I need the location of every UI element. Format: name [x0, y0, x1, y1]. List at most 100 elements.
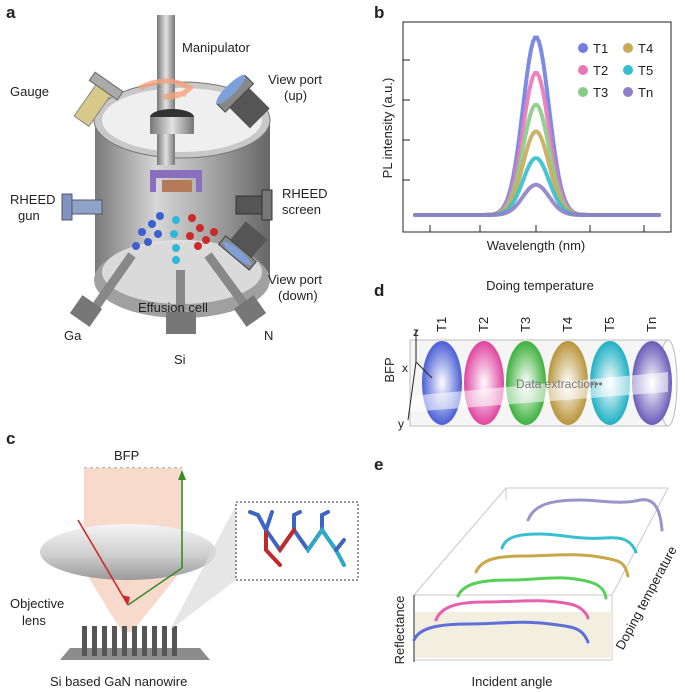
panel-e: e Incident angle Reflectance Doping temp… [374, 455, 680, 689]
objective-lens [40, 524, 216, 580]
effusion-cell-si [166, 270, 196, 334]
panel-b-letter: b [374, 3, 384, 22]
column-label-t1: T1 [434, 317, 449, 332]
label-objective-2: lens [22, 613, 46, 628]
column-label-t5: T5 [602, 317, 617, 332]
legend-marker-t3 [578, 87, 588, 97]
label-rheed-gun-1: RHEED [10, 192, 56, 207]
column-label-t4: T4 [560, 317, 575, 332]
legend-marker-t1 [578, 43, 588, 53]
view-port-down [217, 221, 268, 271]
axis-y [407, 361, 417, 421]
column-label-t2: T2 [476, 317, 491, 332]
legend-label-t3: T3 [593, 85, 608, 100]
legend-marker-t5 [623, 65, 633, 75]
label-rheed-gun-2: gun [18, 208, 40, 223]
panel-c: c BFP Objective lens Si based GaN nanowi… [6, 429, 359, 689]
plot-b-frame [402, 21, 672, 233]
axis-y-label: y [398, 417, 404, 431]
pl-curve-t2 [413, 71, 661, 217]
data-extraction-label: Data extraction [516, 377, 597, 391]
plot-b-ticks [403, 59, 645, 232]
gauge-port [73, 71, 124, 128]
data-extraction-dots: ••• [590, 377, 603, 391]
rotation-arrow-icon [138, 78, 195, 100]
manipulator-rod [157, 15, 175, 165]
label-nanowire: Si based GaN nanowire [50, 674, 187, 689]
curve-t2 [434, 599, 590, 622]
plot-b-ylabel: PL intensity (a.u.) [380, 78, 395, 179]
axis-z-label: z [413, 325, 419, 339]
panel-e-letter: e [374, 455, 383, 474]
label-rheed-screen-1: RHEED [282, 186, 328, 201]
plot-e-xlabel: Incident angle [472, 674, 553, 689]
oval-t1 [422, 341, 462, 425]
pl-curve-tn [413, 182, 661, 217]
label-manipulator: Manipulator [182, 40, 251, 55]
reflectance-curves [412, 498, 664, 644]
legend-marker-tn [623, 87, 633, 97]
curve-tn [526, 498, 664, 532]
view-port-up [216, 74, 270, 129]
label-view-port-down-2: (down) [278, 288, 318, 303]
plot-e-floor [415, 612, 612, 658]
plot-e-ylabel: Reflectance [392, 596, 407, 665]
axis-x-label: x [402, 361, 408, 375]
label-n: N [264, 328, 273, 343]
bfp-label-d: BFP [382, 357, 397, 382]
rheed-screen [235, 189, 273, 221]
panel-a: a [6, 3, 328, 367]
label-gauge: Gauge [10, 84, 49, 99]
label-ga: Ga [64, 328, 82, 343]
axis-x [415, 361, 433, 379]
label-view-port-down-1: View port [268, 272, 322, 287]
legend-label-t5: T5 [638, 63, 653, 78]
pl-curve-t4 [413, 129, 661, 217]
label-si: Si [174, 352, 186, 367]
crystal-structure [248, 510, 346, 567]
oval-t3 [506, 341, 546, 425]
incident-ray [77, 519, 129, 606]
rheed-gun [61, 193, 103, 221]
column-label-t3: T3 [518, 317, 533, 332]
column-label-tn: Tn [644, 317, 659, 332]
label-bfp-c: BFP [114, 448, 139, 463]
legend-label-t4: T4 [638, 41, 653, 56]
effusion-cell-n [204, 252, 267, 327]
manipulator-collar [150, 117, 194, 134]
temperature-columns: T1 T2 T3 T4 T5 Tn [434, 317, 659, 332]
doping-temperature-title: Doing temperature [486, 278, 594, 293]
legend-label-t1: T1 [593, 41, 608, 56]
legend-marker-t4 [623, 43, 633, 53]
label-view-port-up-2: (up) [284, 88, 307, 103]
label-view-port-up-1: View port [268, 72, 322, 87]
panel-d: d Doing temperature T1 T2 T3 T4 T5 Tn Data ex… [374, 278, 678, 431]
effusion-cell-ga [69, 252, 136, 327]
curve-t4 [474, 553, 630, 578]
extraction-plane [410, 372, 668, 412]
pl-curves [413, 35, 661, 217]
plot-e-zlabel: Doping temperature [612, 544, 679, 652]
pl-curve-t1 [413, 35, 661, 217]
substrate [162, 180, 192, 192]
panel-d-letter: d [374, 281, 384, 300]
legend-label-t2: T2 [593, 63, 608, 78]
atom-flux [132, 212, 218, 264]
curve-t1 [412, 620, 590, 644]
legend-label-tn: Tn [638, 85, 653, 100]
label-rheed-screen-2: screen [282, 202, 321, 217]
panel-c-letter: c [6, 429, 15, 448]
label-effusion-cell: Effusion cell [138, 300, 208, 315]
curve-t5 [500, 532, 638, 554]
panel-a-letter: a [6, 3, 16, 22]
sample-holder [150, 170, 202, 178]
zoom-wedge [170, 505, 236, 630]
nanowire-array [82, 626, 177, 656]
plot-b-xlabel: Wavelength (nm) [487, 238, 586, 253]
oval-t2 [464, 341, 504, 425]
curve-t3 [456, 576, 608, 600]
label-objective-1: Objective [10, 596, 64, 611]
